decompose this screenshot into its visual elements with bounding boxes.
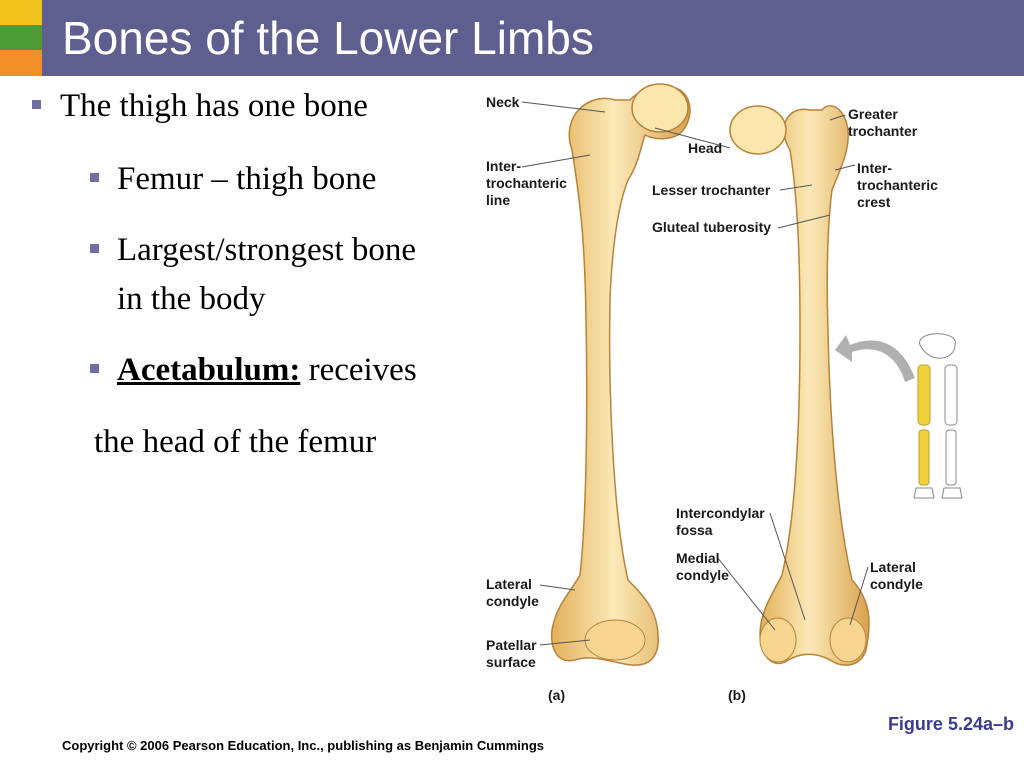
label-gluteal-tuberosity: Gluteal tuberosity — [652, 219, 772, 235]
bullet-marker — [90, 173, 99, 182]
pointer-arrow — [835, 335, 915, 382]
femur-anterior-view — [550, 83, 691, 666]
bullet-marker — [90, 244, 99, 253]
bullet-largest-cont: in the body — [117, 281, 266, 317]
bullet-marker — [90, 364, 99, 373]
copyright-notice: Copyright © 2006 Pearson Education, Inc.… — [62, 738, 544, 753]
bullet-thigh: The thigh has one bone — [60, 88, 368, 124]
bullet-acetabulum: Acetabulum: receives — [117, 350, 417, 390]
accent-green — [0, 25, 42, 50]
acetabulum-rest: receives — [300, 352, 417, 388]
bullet-femur: Femur – thigh bone — [117, 161, 377, 197]
bullet-marker — [32, 100, 41, 109]
bullet-acetabulum-cont: the head of the femur — [94, 424, 377, 460]
panel-label-a: (a) — [548, 687, 566, 703]
slide-title: Bones of the Lower Limbs — [62, 12, 594, 64]
panel-label-b: (b) — [728, 687, 746, 703]
femur-posterior-view — [729, 105, 870, 666]
leader-lines — [521, 101, 869, 646]
accent-orange — [0, 50, 42, 76]
accent-yellow — [0, 0, 42, 25]
title-bar: Bones of the Lower Limbs — [0, 0, 1024, 76]
label-neck: Neck — [486, 94, 520, 110]
label-head: Head — [688, 140, 723, 156]
acetabulum-term: Acetabulum: — [117, 352, 301, 388]
bullet-largest: Largest/strongest bone — [117, 232, 417, 268]
skeleton-thumbnail — [913, 333, 963, 499]
label-lesser-trochanter: Lesser trochanter — [652, 182, 771, 198]
figure-reference: Figure 5.24a–b — [887, 714, 1014, 734]
